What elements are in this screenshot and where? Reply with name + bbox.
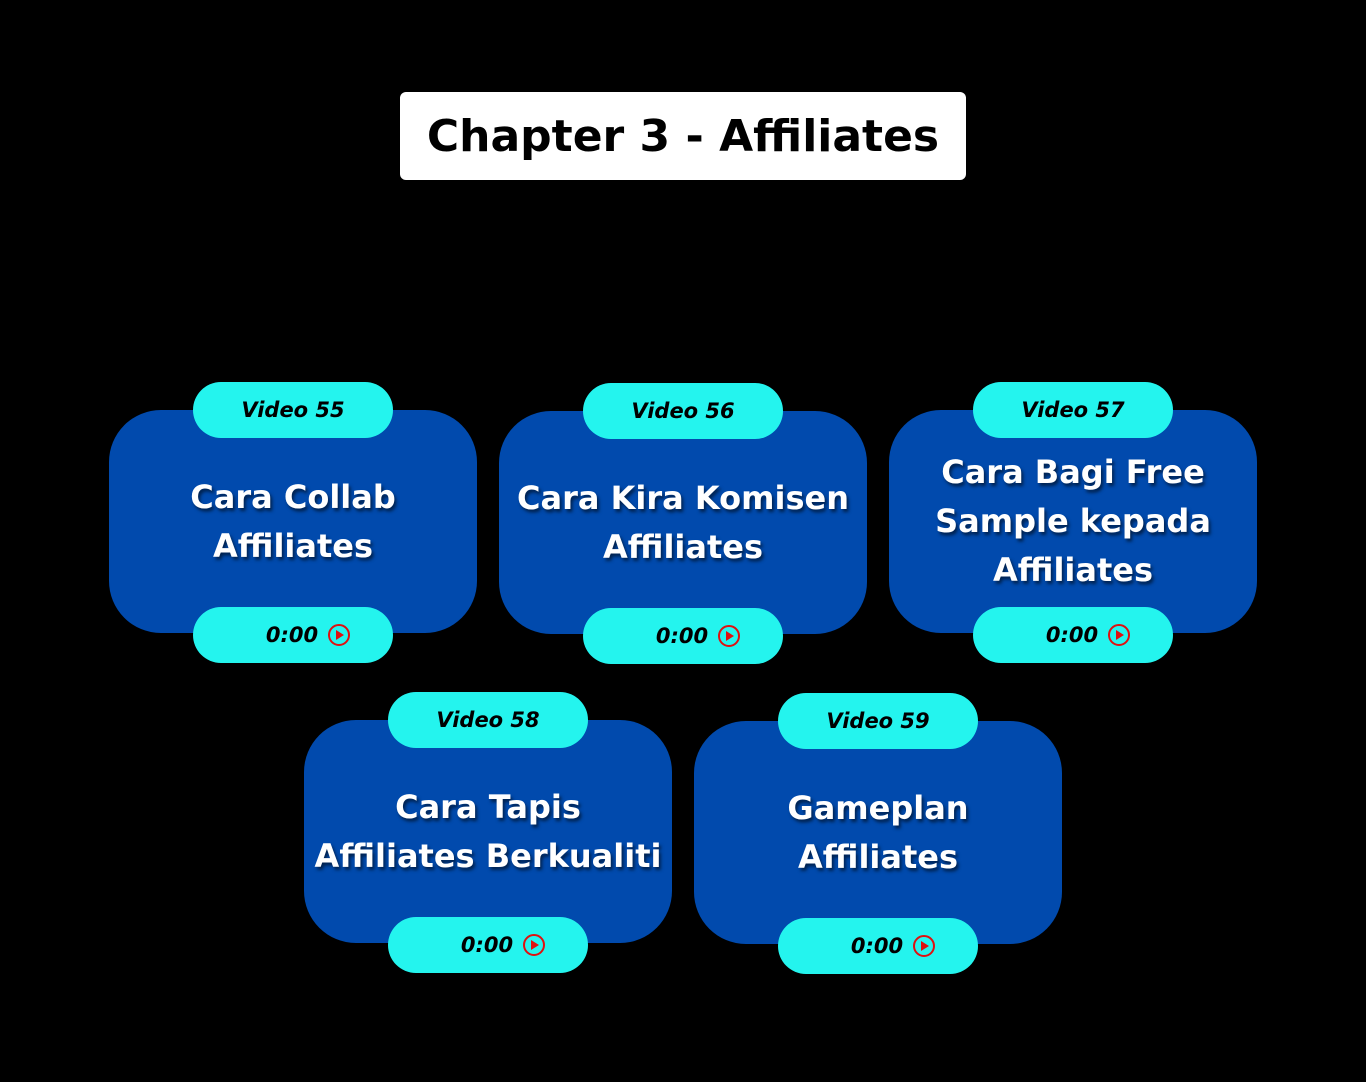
video-duration: 0:00 bbox=[460, 933, 514, 957]
video-card[interactable]: Cara Bagi Free Sample kepada Affiliates bbox=[889, 410, 1257, 633]
video-duration: 0:00 bbox=[655, 624, 709, 648]
play-button[interactable]: 0:00 bbox=[583, 608, 783, 664]
play-icon bbox=[913, 935, 936, 957]
video-card[interactable]: Cara Collab Affiliates bbox=[109, 410, 477, 633]
video-number-badge: Video 58 bbox=[388, 692, 588, 748]
play-icon bbox=[718, 625, 741, 647]
video-duration: 0:00 bbox=[850, 934, 904, 958]
video-title: Cara Collab Affiliates bbox=[190, 477, 396, 565]
video-title: Cara Tapis Affiliates Berkualiti bbox=[314, 787, 662, 875]
video-number-badge: Video 55 bbox=[193, 382, 393, 438]
video-card[interactable]: Gameplan Affiliates bbox=[694, 721, 1062, 944]
play-button[interactable]: 0:00 bbox=[388, 917, 588, 973]
video-title: Cara Kira Komisen Affiliates bbox=[517, 478, 849, 566]
video-duration: 0:00 bbox=[1045, 623, 1099, 647]
play-icon bbox=[328, 624, 351, 646]
video-label: Video 55 bbox=[241, 398, 345, 422]
play-button[interactable]: 0:00 bbox=[193, 607, 393, 663]
play-icon bbox=[523, 934, 546, 956]
play-icon bbox=[1108, 624, 1131, 646]
video-title: Cara Bagi Free Sample kepada Affiliates bbox=[935, 453, 1211, 589]
video-label: Video 56 bbox=[631, 399, 735, 423]
video-card[interactable]: Cara Tapis Affiliates Berkualiti bbox=[304, 720, 672, 943]
play-button[interactable]: 0:00 bbox=[973, 607, 1173, 663]
video-label: Video 57 bbox=[1021, 398, 1125, 422]
chapter-title: Chapter 3 - Affiliates bbox=[400, 92, 966, 180]
video-duration: 0:00 bbox=[265, 623, 319, 647]
video-number-badge: Video 57 bbox=[973, 382, 1173, 438]
video-label: Video 59 bbox=[826, 709, 930, 733]
video-card[interactable]: Cara Kira Komisen Affiliates bbox=[499, 411, 867, 634]
video-number-badge: Video 56 bbox=[583, 383, 783, 439]
video-number-badge: Video 59 bbox=[778, 693, 978, 749]
video-label: Video 58 bbox=[436, 708, 540, 732]
play-button[interactable]: 0:00 bbox=[778, 918, 978, 974]
video-title: Gameplan Affiliates bbox=[787, 788, 969, 876]
